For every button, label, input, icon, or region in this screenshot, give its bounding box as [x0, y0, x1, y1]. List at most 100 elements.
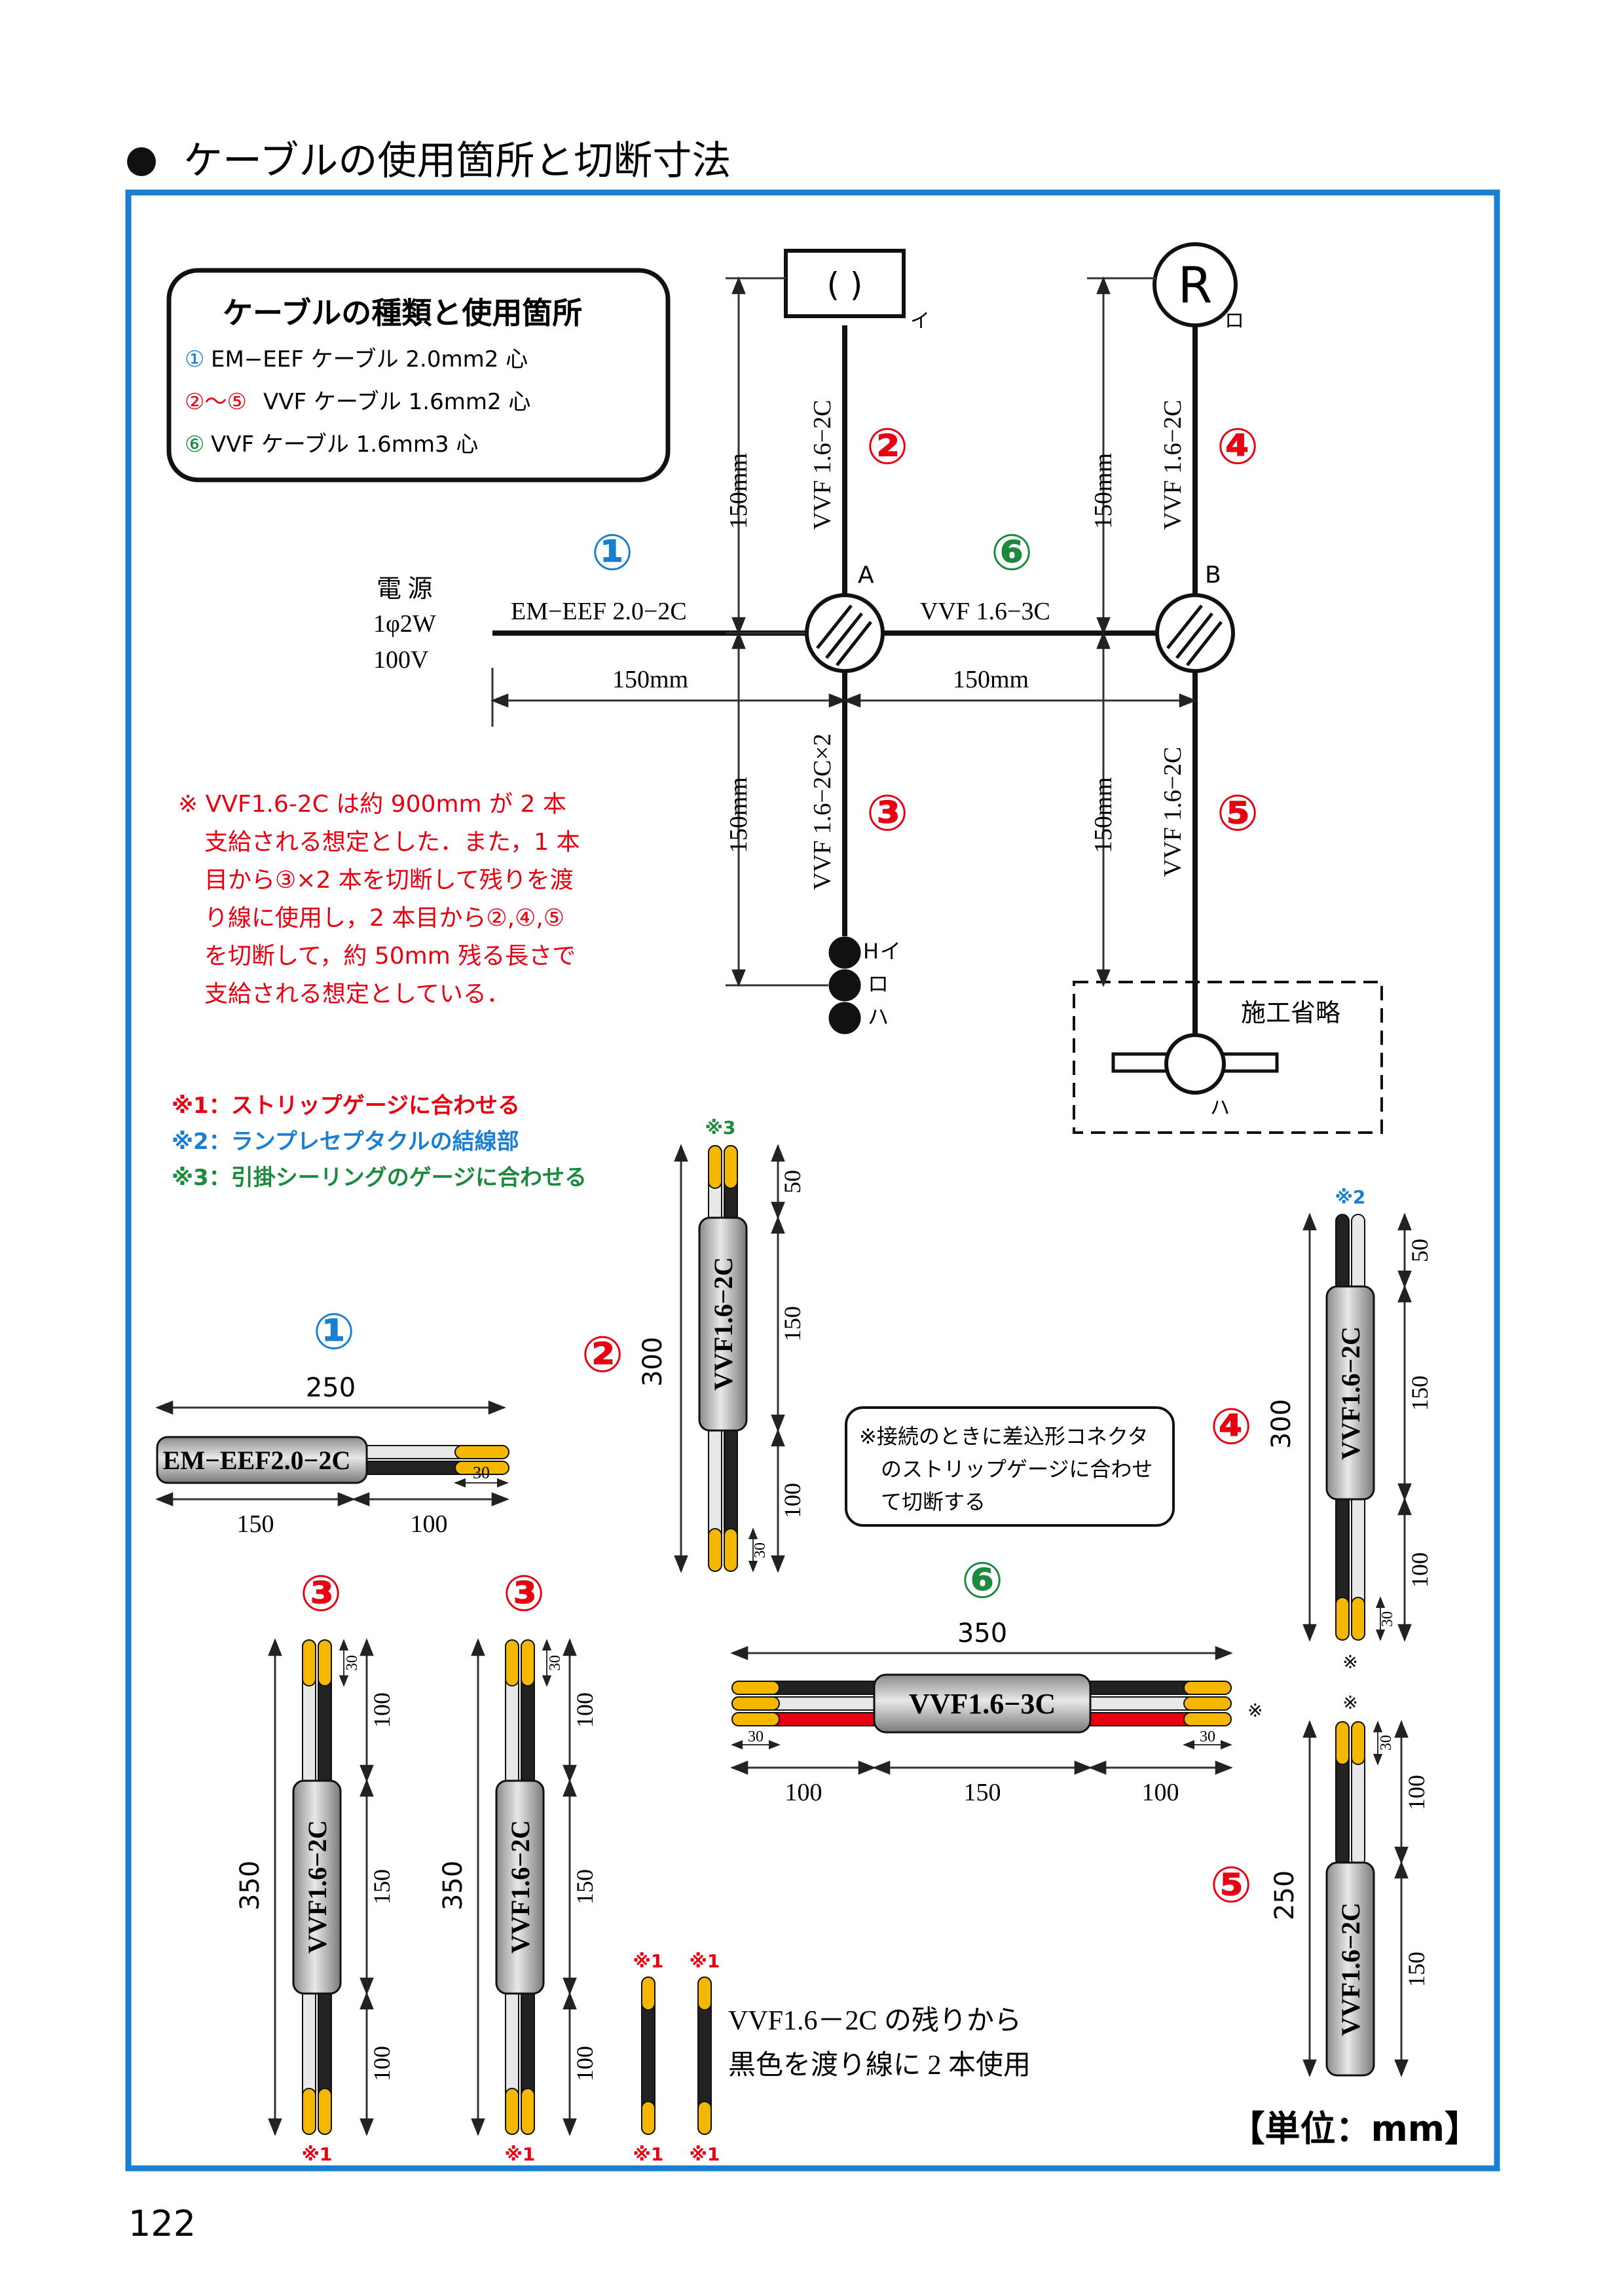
fixture-ro-symbol: R [1178, 256, 1213, 314]
svg-text:※1: ※1 [505, 2143, 536, 2165]
dim-150mm-4: 150mm [1090, 777, 1117, 853]
svg-text:※1: ※1 [633, 2143, 664, 2165]
diagram-number-6: ⑥ [991, 523, 1033, 581]
svg-text:※1: ※1 [690, 2143, 720, 2165]
cable-3b-label: VVF1.6−2C [506, 1820, 535, 1954]
svg-text:350: 350 [438, 1861, 468, 1910]
cable-6-label: VVF1.6−3C [909, 1688, 1056, 1720]
fixture-i-symbol: ( ) [827, 266, 863, 304]
power-label-3: 100V [373, 646, 429, 674]
svg-text:※1: ※1 [633, 1950, 664, 1972]
svg-text:30: 30 [748, 1728, 764, 1745]
svg-text:150: 150 [964, 1779, 1001, 1806]
page-number: 122 [128, 2203, 196, 2244]
diagram-number-1: ① [591, 523, 633, 581]
svg-text:150: 150 [237, 1510, 274, 1538]
svg-text:30: 30 [1379, 1611, 1396, 1627]
svg-text:100: 100 [572, 1692, 598, 1728]
page-heading: ケーブルの使用箇所と切断寸法 [183, 138, 731, 184]
fixture-i-label: イ [910, 310, 930, 333]
svg-text:※ VVF1.6-2C は約 900mm が 2 本: ※ VVF1.6-2C は約 900mm が 2 本 [178, 791, 566, 818]
cable-3b-drawing: ③ 350 VVF1.6−2C 30 100 150 100 ※1 [438, 1564, 598, 2165]
svg-text:50: 50 [1407, 1239, 1433, 1262]
svg-text:※3: ※3 [705, 1117, 736, 1139]
cable4-label: VVF 1.6−2C [1159, 400, 1187, 530]
svg-text:目から③×2 本を切断して残りを渡: 目から③×2 本を切断して残りを渡 [204, 867, 574, 894]
svg-text:150: 150 [779, 1306, 805, 1341]
cable-2-label: VVF1.6−2C [709, 1257, 738, 1391]
switch-h-icon [828, 936, 861, 969]
note-strip-gauge: ※1：ストリップゲージに合わせる [172, 1093, 520, 1119]
svg-text:※: ※ [1342, 1651, 1357, 1673]
cable-6-number: ⑥ [961, 1551, 1003, 1609]
svg-text:30: 30 [473, 1463, 490, 1482]
switch-i-label: イ [880, 939, 901, 964]
legend-item2-text: VVF ケーブル 1.6mm2 心 [263, 389, 530, 415]
svg-text:支給される想定とした．また，1 本: 支給される想定とした．また，1 本 [204, 829, 580, 856]
cable-5-number: ⑤ [1210, 1855, 1252, 1914]
legend-item2-mark: ②〜⑤ [185, 389, 247, 415]
svg-text:100: 100 [411, 1510, 448, 1538]
legend-item3-mark: ⑥ [185, 431, 204, 458]
switch-ro-icon [828, 969, 861, 1002]
dim-150-right: 150mm [953, 666, 1029, 693]
diagram-number-3: ③ [866, 784, 908, 842]
omitted-fixture-circle [1164, 1033, 1226, 1095]
dim-150-left: 150mm [612, 666, 688, 693]
legend-item1-mark: ① [185, 346, 204, 373]
diagram-number-4: ④ [1217, 417, 1259, 475]
svg-text:支給される想定としている．: 支給される想定としている． [204, 981, 510, 1008]
cable-1-dim-250: 250 [306, 1373, 356, 1403]
note-ceiling-gauge: ※3：引掛シーリングのゲージに合わせる [172, 1165, 587, 1191]
svg-text:50: 50 [779, 1170, 805, 1194]
power-label-1: 電 源 [377, 575, 433, 603]
cable-legend-box: ケーブルの種類と使用箇所 ① EM−EEF ケーブル 2.0mm2 心 ②〜⑤ … [166, 268, 671, 483]
cable-3b-number: ③ [503, 1564, 545, 1622]
omitted-label: 施工省略 [1241, 1000, 1340, 1027]
svg-text:250: 250 [1270, 1870, 1300, 1920]
switch-ha-label: ハ [868, 1004, 889, 1029]
svg-text:300: 300 [1266, 1399, 1297, 1449]
svg-text:300: 300 [638, 1337, 668, 1387]
svg-text:を切断して，約 50mm 残る長さで: を切断して，約 50mm 残る長さで [204, 943, 576, 970]
cable3-label: VVF 1.6−2C×2 [809, 733, 836, 890]
svg-text:100: 100 [779, 1483, 805, 1518]
box-b-label: B [1205, 562, 1221, 589]
cable-3a-drawing: ③ 350 VVF1.6−2C 30 100 150 100 ※1 [235, 1564, 395, 2165]
omitted-area-frame [1073, 981, 1383, 1134]
connector-note: ※接続のときに差込形コネクタ のストリップゲージに合わせ て切断する [845, 1406, 1175, 1527]
legend-title: ケーブルの種類と使用箇所 [223, 295, 582, 331]
svg-text:100: 100 [572, 2046, 598, 2081]
power-label-2: 1φ2W [373, 610, 436, 638]
svg-text:※1: ※1 [302, 2143, 333, 2165]
cable-4-number: ④ [1210, 1397, 1252, 1455]
diagram-number-5: ⑤ [1217, 784, 1259, 842]
cable-3a-number: ③ [300, 1564, 342, 1622]
svg-text:30: 30 [752, 1542, 769, 1558]
svg-text:150: 150 [572, 1869, 598, 1904]
legend-item3-text: VVF ケーブル 1.6mm3 心 [211, 431, 478, 458]
svg-text:150: 150 [1407, 1376, 1433, 1411]
switch-ha-icon [828, 1002, 861, 1034]
heading-bullet-icon [127, 147, 156, 176]
cable5-label: VVF 1.6−2C [1159, 747, 1187, 877]
jumper-text-2: 黒色を渡り線に 2 本使用 [728, 2050, 1031, 2081]
svg-text:100: 100 [1142, 1779, 1179, 1806]
cable-4-drawing: ④ 300 ※2 VVF1.6−2C 50 150 100 30 ※ [1210, 1186, 1433, 1673]
svg-text:※: ※ [1247, 1700, 1263, 1721]
svg-text:100: 100 [369, 1692, 395, 1728]
svg-text:て切断する: て切断する [881, 1489, 986, 1514]
svg-text:100: 100 [369, 2046, 395, 2081]
svg-text:30: 30 [1378, 1735, 1395, 1751]
svg-text:のストリップゲージに合わせ: のストリップゲージに合わせ [881, 1457, 1153, 1482]
supply-note: ※ VVF1.6-2C は約 900mm が 2 本 支給される想定とした．また… [178, 791, 580, 1008]
cable-2-drawing: ② 300 ※3 VVF1.6−2C 50 150 100 30 [581, 1117, 805, 1573]
cable-2-number: ② [581, 1325, 623, 1383]
svg-text:100: 100 [1403, 1775, 1430, 1810]
cable-5-drawing: ⑤ ※ 250 VVF1.6−2C 30 100 150 [1210, 1692, 1430, 2077]
svg-text:350: 350 [235, 1861, 265, 1910]
cable2-label: VVF 1.6−2C [809, 400, 836, 530]
cable-1-number: ① [313, 1302, 355, 1360]
junction-box-b [1155, 593, 1235, 673]
